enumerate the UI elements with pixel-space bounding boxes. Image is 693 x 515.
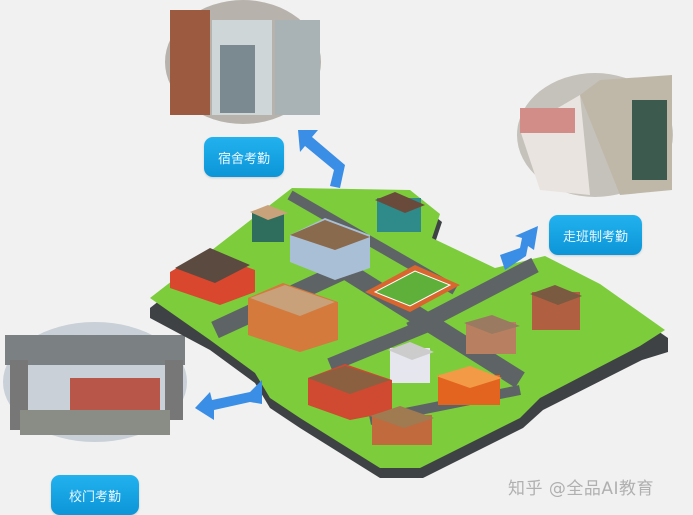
- building-right: [530, 285, 582, 330]
- buildings: [170, 192, 582, 445]
- dorm-photo: [165, 0, 321, 124]
- building-blue: [290, 218, 370, 280]
- arrow-gate-icon: [195, 380, 262, 420]
- gate-photo: [3, 322, 187, 442]
- building-small: [250, 205, 288, 242]
- building-brown-bottom: [370, 406, 434, 445]
- building-mid: [464, 315, 520, 354]
- building-orange-small: [436, 366, 502, 405]
- arrow-dorm-icon: [298, 130, 345, 188]
- gate-attendance-label[interactable]: 校门考勤: [51, 475, 139, 515]
- building-red-bottom: [308, 364, 392, 420]
- building-white: [388, 342, 434, 383]
- watermark: 知乎 @全品AI教育: [508, 479, 655, 499]
- building-orange-tall: [248, 283, 338, 352]
- arrows: [195, 130, 538, 420]
- corridor-photo: [517, 73, 673, 197]
- arrow-class-icon: [500, 226, 538, 270]
- building-teal: [375, 192, 425, 232]
- dorm-attendance-label[interactable]: 宿舍考勤: [204, 137, 284, 177]
- class-attendance-label[interactable]: 走班制考勤: [549, 215, 642, 255]
- building-red-left: [170, 248, 255, 305]
